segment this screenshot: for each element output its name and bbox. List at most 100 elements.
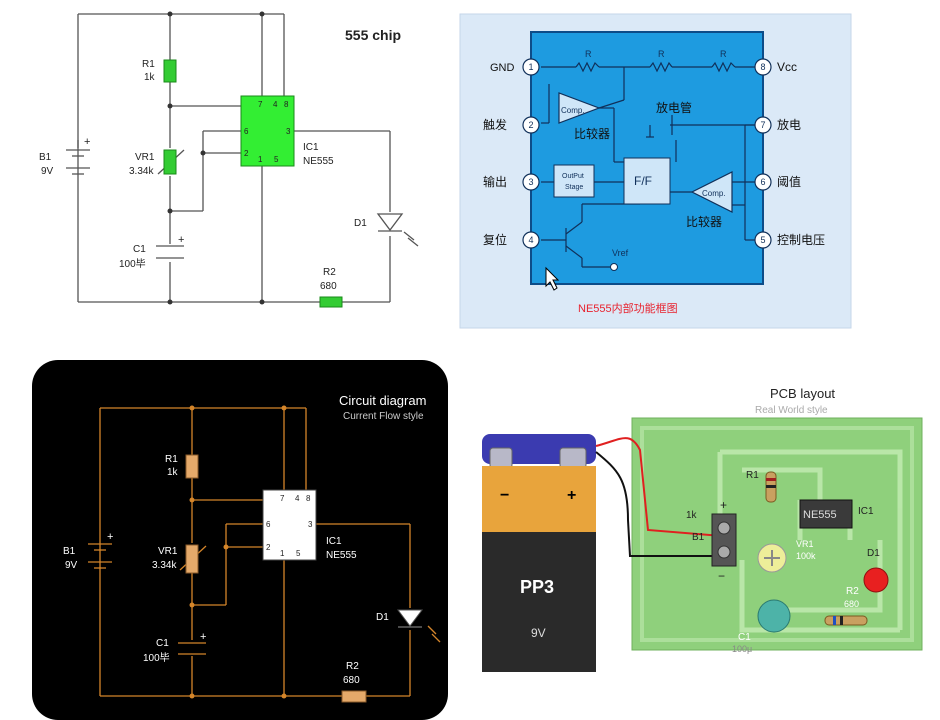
svg-text:8: 8 xyxy=(284,100,289,109)
svg-text:100毕: 100毕 xyxy=(143,651,170,664)
pin-reset-label: 复位 xyxy=(483,232,507,247)
pcb-chip xyxy=(799,499,853,529)
variable-resistor-vr1 xyxy=(185,544,199,574)
svg-text:VR1: VR1 xyxy=(796,539,814,549)
ic-value: NE555 xyxy=(303,156,334,167)
svg-text:C1: C1 xyxy=(156,638,169,649)
output-stage xyxy=(553,164,595,198)
pin-trigger-label: 触发 xyxy=(483,117,507,132)
svg-text:+: + xyxy=(107,531,113,543)
discharge-tube-label: 放电管 xyxy=(656,100,692,115)
svg-text:5: 5 xyxy=(296,549,301,558)
svg-text:C1: C1 xyxy=(738,632,751,643)
svg-text:5: 5 xyxy=(760,235,765,245)
svg-text:VR1: VR1 xyxy=(158,546,178,557)
svg-text:1k: 1k xyxy=(167,467,179,478)
svg-text:R2: R2 xyxy=(846,586,859,597)
ic-chip xyxy=(262,489,317,561)
svg-text:OutPut: OutPut xyxy=(562,173,584,180)
vr1-value: 3.34k xyxy=(129,166,154,177)
svg-text:7: 7 xyxy=(280,494,285,503)
schematic-basic-components xyxy=(163,11,343,308)
d1-label: D1 xyxy=(354,218,367,229)
battery-label: PP3 xyxy=(520,577,554,597)
r2-value: 680 xyxy=(320,281,337,292)
svg-text:Comp.: Comp. xyxy=(561,106,585,115)
schematic-current-flow: Circuit diagram Current Flow style R1 1k… xyxy=(32,360,448,720)
r1-value: 1k xyxy=(144,72,156,83)
vr1-label: VR1 xyxy=(135,152,155,163)
svg-text:B1: B1 xyxy=(63,546,76,557)
svg-text:6: 6 xyxy=(244,127,249,136)
svg-text:R: R xyxy=(585,49,592,59)
svg-text:680: 680 xyxy=(343,675,360,686)
svg-text:R1: R1 xyxy=(746,470,759,481)
battery-plus: + xyxy=(567,487,576,504)
pin-vcc-label: Vcc xyxy=(777,60,797,74)
svg-text:3: 3 xyxy=(528,177,533,187)
comparator-upper-label: 比较器 xyxy=(574,126,610,141)
svg-text:+: + xyxy=(200,631,206,643)
battery-minus: − xyxy=(500,487,509,504)
pcb-capacitor xyxy=(757,599,791,633)
svg-text:+: + xyxy=(178,234,184,246)
ic-chip xyxy=(240,95,295,167)
svg-text:8: 8 xyxy=(306,494,311,503)
resistor-r2 xyxy=(341,690,367,703)
battery-body xyxy=(482,532,596,672)
variable-resistor-vr1 xyxy=(163,149,177,175)
svg-text:3: 3 xyxy=(286,127,291,136)
svg-text:D1: D1 xyxy=(376,612,389,623)
battery-body-top xyxy=(482,466,596,532)
panel-subtitle: Current Flow style xyxy=(343,411,424,422)
pin-output-label: 输出 xyxy=(483,174,507,189)
svg-text:Stage: Stage xyxy=(565,184,583,191)
panel-subtitle: Real World style xyxy=(755,405,828,416)
block-diagram: 1 2 3 4 8 7 6 5 GND 触发 输出 复位 Vcc 放电 阈值 控… xyxy=(459,13,852,329)
svg-text:+: + xyxy=(720,498,727,512)
r2-label: R2 xyxy=(323,267,336,278)
r1-label: R1 xyxy=(142,59,155,70)
svg-text:1: 1 xyxy=(528,62,533,72)
svg-text:680: 680 xyxy=(844,599,859,609)
b1-label: B1 xyxy=(39,152,52,163)
svg-text:4: 4 xyxy=(273,100,278,109)
svg-text:9V: 9V xyxy=(65,560,78,571)
svg-text:100μ: 100μ xyxy=(732,644,752,654)
svg-text:+: + xyxy=(84,136,90,148)
ic-label: IC1 xyxy=(303,142,319,153)
c1-label: C1 xyxy=(133,244,146,255)
svg-text:R: R xyxy=(658,49,665,59)
svg-text:7: 7 xyxy=(258,100,263,109)
svg-text:R1: R1 xyxy=(165,454,178,465)
svg-text:8: 8 xyxy=(760,62,765,72)
svg-text:D1: D1 xyxy=(867,548,880,559)
b1-value: 9V xyxy=(41,166,54,177)
svg-text:2: 2 xyxy=(244,149,249,158)
svg-text:NE555: NE555 xyxy=(326,550,357,561)
svg-text:3.34k: 3.34k xyxy=(152,560,177,571)
svg-text:IC1: IC1 xyxy=(858,506,874,517)
svg-text:Vref: Vref xyxy=(612,248,629,258)
svg-text:IC1: IC1 xyxy=(326,536,342,547)
panel-title: Circuit diagram xyxy=(339,393,426,408)
svg-text:4: 4 xyxy=(295,494,300,503)
panel-title: PCB layout xyxy=(770,386,835,401)
pin-threshold-label: 阈值 xyxy=(777,174,801,189)
svg-text:4: 4 xyxy=(528,235,533,245)
svg-text:6: 6 xyxy=(760,177,765,187)
svg-text:1k: 1k xyxy=(686,510,698,521)
svg-text:1: 1 xyxy=(280,549,285,558)
svg-text:7: 7 xyxy=(760,120,765,130)
svg-text:5: 5 xyxy=(274,155,279,164)
svg-text:2: 2 xyxy=(528,120,533,130)
svg-text:3: 3 xyxy=(308,520,313,529)
resistor-r2 xyxy=(319,296,343,308)
svg-text:NE555: NE555 xyxy=(803,509,837,521)
svg-text:6: 6 xyxy=(266,520,271,529)
svg-text:R: R xyxy=(720,49,727,59)
battery-voltage: 9V xyxy=(531,626,546,640)
flip-flop xyxy=(623,157,671,205)
svg-text:R2: R2 xyxy=(346,661,359,672)
